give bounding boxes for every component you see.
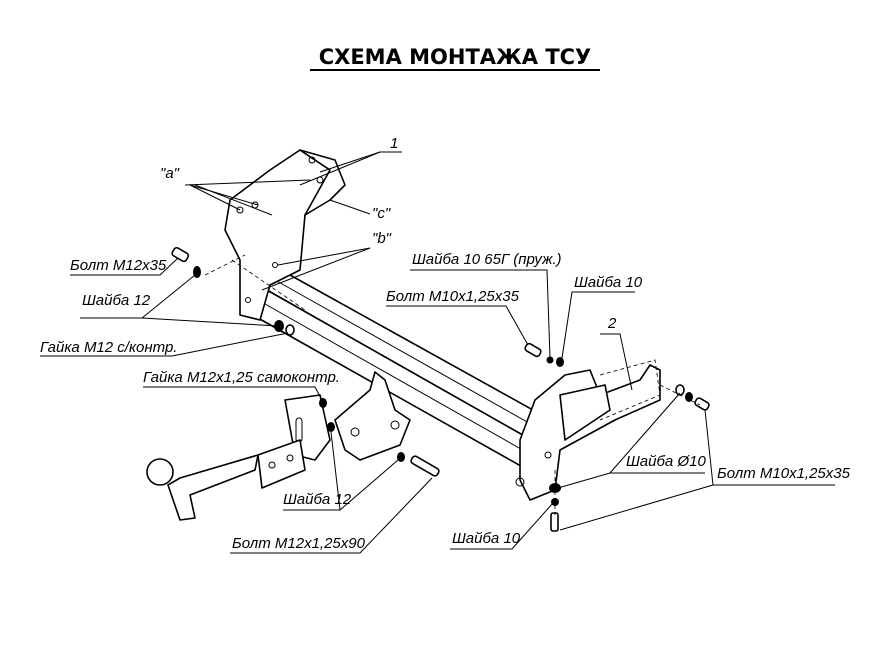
label-bolt-m10-top: Болт М10х1,25х35 bbox=[386, 288, 520, 305]
label-nut-m12: Гайка М12 с/контр. bbox=[40, 339, 177, 356]
callout-1: 1 bbox=[390, 135, 398, 152]
diagram-title: СХЕМА МОНТАЖА ТСУ bbox=[319, 45, 592, 69]
label-nut-m12x125: Гайка М12х1,25 самоконтр. bbox=[143, 369, 340, 386]
label-washer-d10: Шайба Ø10 bbox=[626, 453, 706, 470]
fasteners bbox=[171, 246, 710, 532]
label-washer-12-top: Шайба 12 bbox=[82, 292, 151, 309]
hidden-lines bbox=[204, 254, 701, 515]
callout-2: 2 bbox=[607, 315, 617, 332]
label-bolt-m12x90: Болт М12х1,25х90 bbox=[232, 535, 366, 552]
label-washer-10-65g: Шайба 10 65Г (пруж.) bbox=[412, 251, 562, 268]
label-bolt-m10-right: Болт М10х1,25х35 bbox=[717, 465, 851, 482]
label-washer-10-top: Шайба 10 bbox=[574, 274, 643, 291]
tow-ball-hook bbox=[146, 439, 306, 521]
label-washer-12-bottom: Шайба 12 bbox=[283, 491, 352, 508]
callout-b: "b" bbox=[372, 230, 392, 247]
callouts: 1 "а" "с" "b" 2 bbox=[160, 135, 633, 391]
callout-c: "с" bbox=[372, 205, 391, 222]
label-bolt-m12x35: Болт М12х35 bbox=[70, 257, 167, 274]
label-washer-10-bottom: Шайба 10 bbox=[452, 530, 521, 547]
labels: Болт М12х35 Шайба 12 Гайка М12 с/контр. … bbox=[40, 251, 851, 554]
callout-a: "а" bbox=[160, 165, 180, 182]
